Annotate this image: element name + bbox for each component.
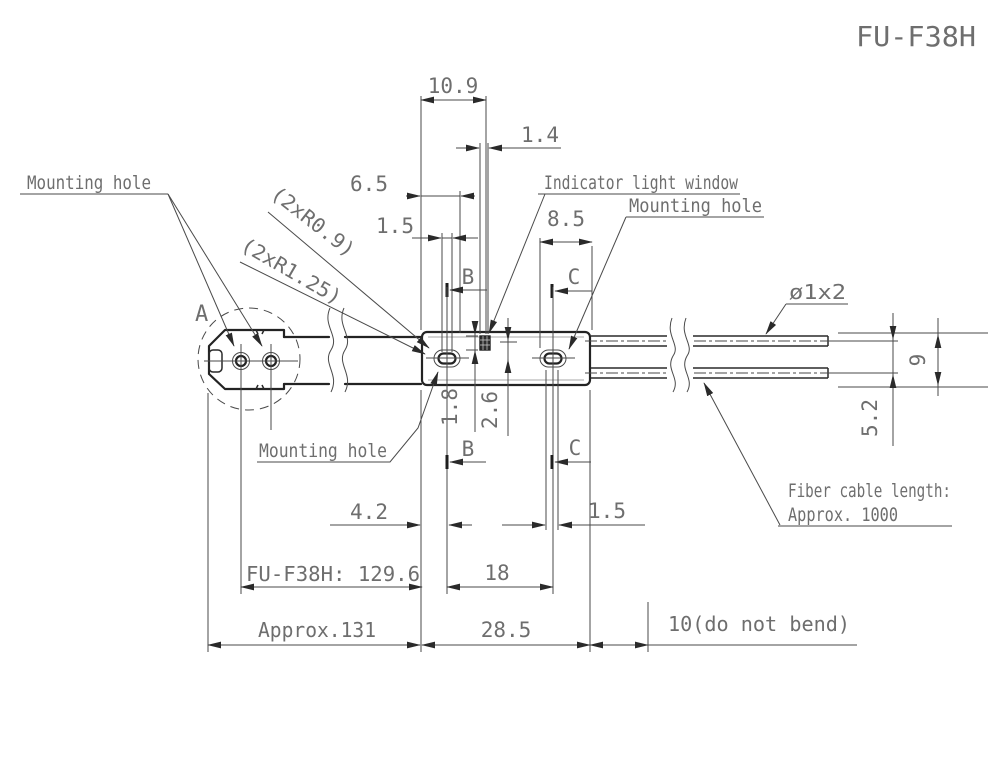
break-line (327, 307, 335, 393)
label-mounting-hole-top-left: Mounting hole (27, 172, 151, 194)
label-fiber-length-2: Approx. 1000 (788, 504, 898, 526)
dim-1-4: 1.4 (521, 123, 559, 147)
dim-5-2: 5.2 (858, 399, 882, 437)
head-strip (282, 307, 423, 393)
section-marker-c-top (550, 284, 592, 298)
detail-circle-a (197, 307, 301, 411)
section-marker-b-bottom (445, 455, 486, 469)
fiber-cables (585, 317, 838, 393)
dim-1-5-top: 1.5 (376, 214, 414, 238)
leader-lines (20, 193, 952, 527)
dim-right-side (830, 313, 988, 446)
break-line (341, 307, 349, 393)
dim-right-offset-8-5 (539, 238, 593, 348)
dim-18: 18 (484, 561, 509, 585)
dim-window-vertical (466, 318, 517, 436)
break-line (683, 317, 690, 393)
label-mounting-hole-bottom: Mounting hole (259, 440, 387, 462)
dim-left-offset-6-5 (406, 191, 475, 333)
section-letter-b-bottom: B (462, 437, 475, 461)
dim-approx-131: Approx.131 (258, 618, 376, 642)
section-marker-c-bottom (550, 455, 591, 469)
dim-bottom-rows (207, 370, 857, 652)
label-detail-a: A (195, 302, 208, 327)
label-fiber-length-1: Fiber cable length: (788, 480, 951, 502)
label-mounting-hole-top-right: Mounting hole (629, 195, 762, 217)
dim-window-width-1-4 (456, 143, 561, 334)
indicator-window (479, 335, 491, 351)
section-letter-b-top: B (462, 265, 475, 289)
dim-1-8: 1.8 (438, 388, 462, 426)
dim-2-6: 2.6 (478, 391, 502, 429)
sensor-head (197, 307, 301, 594)
section-letter-c-bottom: C (569, 436, 582, 460)
label-fiber-diameter: ø1x2 (789, 280, 846, 304)
dim-4-2: 4.2 (350, 500, 388, 524)
dim-6-5: 6.5 (350, 172, 388, 196)
dim-top-width-10-9 (420, 96, 487, 334)
section-letter-c-top: C (568, 265, 581, 289)
break-line (669, 317, 676, 393)
dim-10-do-not-bend: 10(do not bend) (668, 612, 850, 636)
dim-1-5-bottom: 1.5 (588, 499, 626, 523)
dim-10-9: 10.9 (428, 74, 479, 98)
dim-9: 9 (906, 354, 930, 367)
dim-129-6: FU-F38H: 129.6 (246, 562, 420, 586)
label-indicator-light-window: Indicator light window (544, 172, 738, 194)
drawing-title: FU-F38H (856, 20, 976, 53)
dim-28-5: 28.5 (481, 618, 532, 642)
dim-8-5: 8.5 (547, 207, 585, 231)
